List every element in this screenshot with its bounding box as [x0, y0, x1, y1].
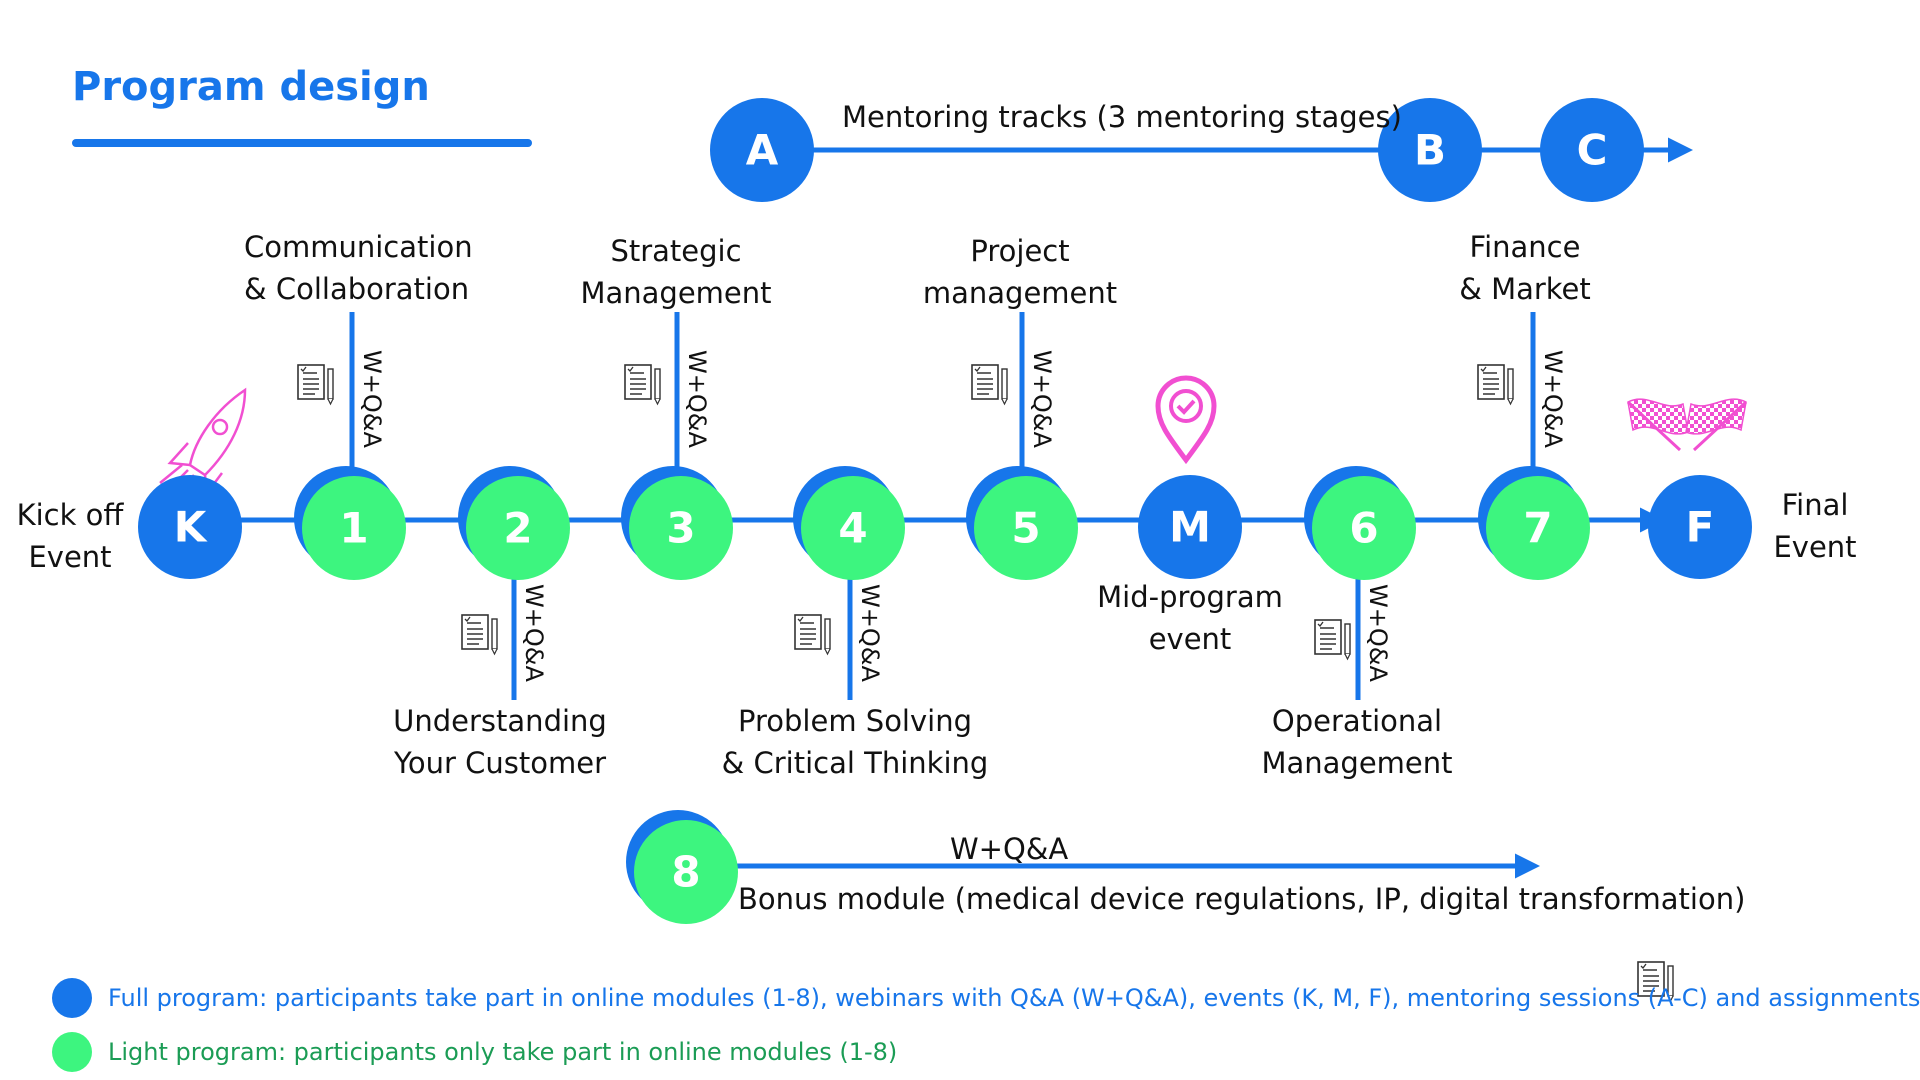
module-3-number: 3 — [666, 504, 695, 553]
legend-light-dot — [52, 1032, 92, 1072]
module-4-label: Problem Solving& Critical Thinking — [721, 704, 989, 780]
event-kickoff-circle — [138, 475, 242, 579]
module-8-circle — [634, 820, 738, 924]
module-8-number: 8 — [671, 848, 700, 897]
assignment-icon — [971, 364, 1008, 405]
legend-full-dot — [52, 978, 92, 1018]
mentoring-stage-a-letter: A — [746, 126, 779, 175]
module-7-wqa: W+Q&A — [1539, 350, 1567, 448]
module-7-number: 7 — [1523, 504, 1552, 553]
event-final-circle — [1648, 475, 1752, 579]
mentoring-stage-b-circle — [1378, 98, 1482, 202]
assignment-icon — [461, 614, 498, 655]
module-5-wqa: W+Q&A — [1028, 350, 1056, 448]
mentoring-stage-c-circle — [1540, 98, 1644, 202]
module-1-circle — [302, 476, 406, 580]
mentoring-stage-b-letter: B — [1414, 126, 1446, 175]
event-kickoff-letter: K — [174, 503, 208, 552]
legend-light-text: Light program: participants only take pa… — [108, 1038, 898, 1066]
module-5-number: 5 — [1011, 504, 1040, 553]
assignment-icon — [624, 364, 661, 405]
mentoring-stage-c-letter: C — [1577, 126, 1608, 175]
module-6-circle — [1312, 476, 1416, 580]
module-1-number: 1 — [339, 504, 368, 553]
module-3-wqa: W+Q&A — [683, 350, 711, 448]
mentoring-track-label: Mentoring tracks (3 mentoring stages) — [842, 100, 1402, 134]
checkered-flags-icon — [1626, 398, 1748, 452]
legend-full-text: Full program: participants take part in … — [108, 984, 1920, 1012]
module-2-circle — [466, 476, 570, 580]
event-mid-circle — [1138, 475, 1242, 579]
module-3-circle — [629, 476, 733, 580]
module-6-number: 6 — [1349, 504, 1378, 553]
module-4-circle — [801, 476, 905, 580]
title-underline — [72, 139, 532, 147]
module-1-label: Communication& Collaboration — [244, 230, 473, 306]
event-final-letter: F — [1686, 503, 1715, 552]
module-7-label: Finance& Market — [1459, 230, 1591, 306]
page-title: Program design — [72, 64, 430, 110]
module-7-circle — [1486, 476, 1590, 580]
module-2-wqa: W+Q&A — [520, 584, 548, 682]
location-pin-check-icon — [1155, 375, 1217, 465]
bonus-module-label: Bonus module (medical device regulations… — [738, 882, 1746, 916]
assignment-icon — [1477, 364, 1514, 405]
event-mid-letter: M — [1169, 503, 1211, 552]
module-6-wqa: W+Q&A — [1364, 584, 1392, 682]
assignment-icon — [794, 614, 831, 655]
module-5-circle — [974, 476, 1078, 580]
mentoring-stage-a-circle — [710, 98, 814, 202]
bonus-wqa-label: W+Q&A — [950, 832, 1069, 866]
module-2-number: 2 — [503, 504, 532, 553]
module-1-wqa: W+Q&A — [358, 350, 386, 448]
module-4-wqa: W+Q&A — [856, 584, 884, 682]
assignment-icon — [297, 364, 334, 405]
module-4-number: 4 — [838, 504, 867, 553]
assignment-icon — [1314, 619, 1351, 660]
